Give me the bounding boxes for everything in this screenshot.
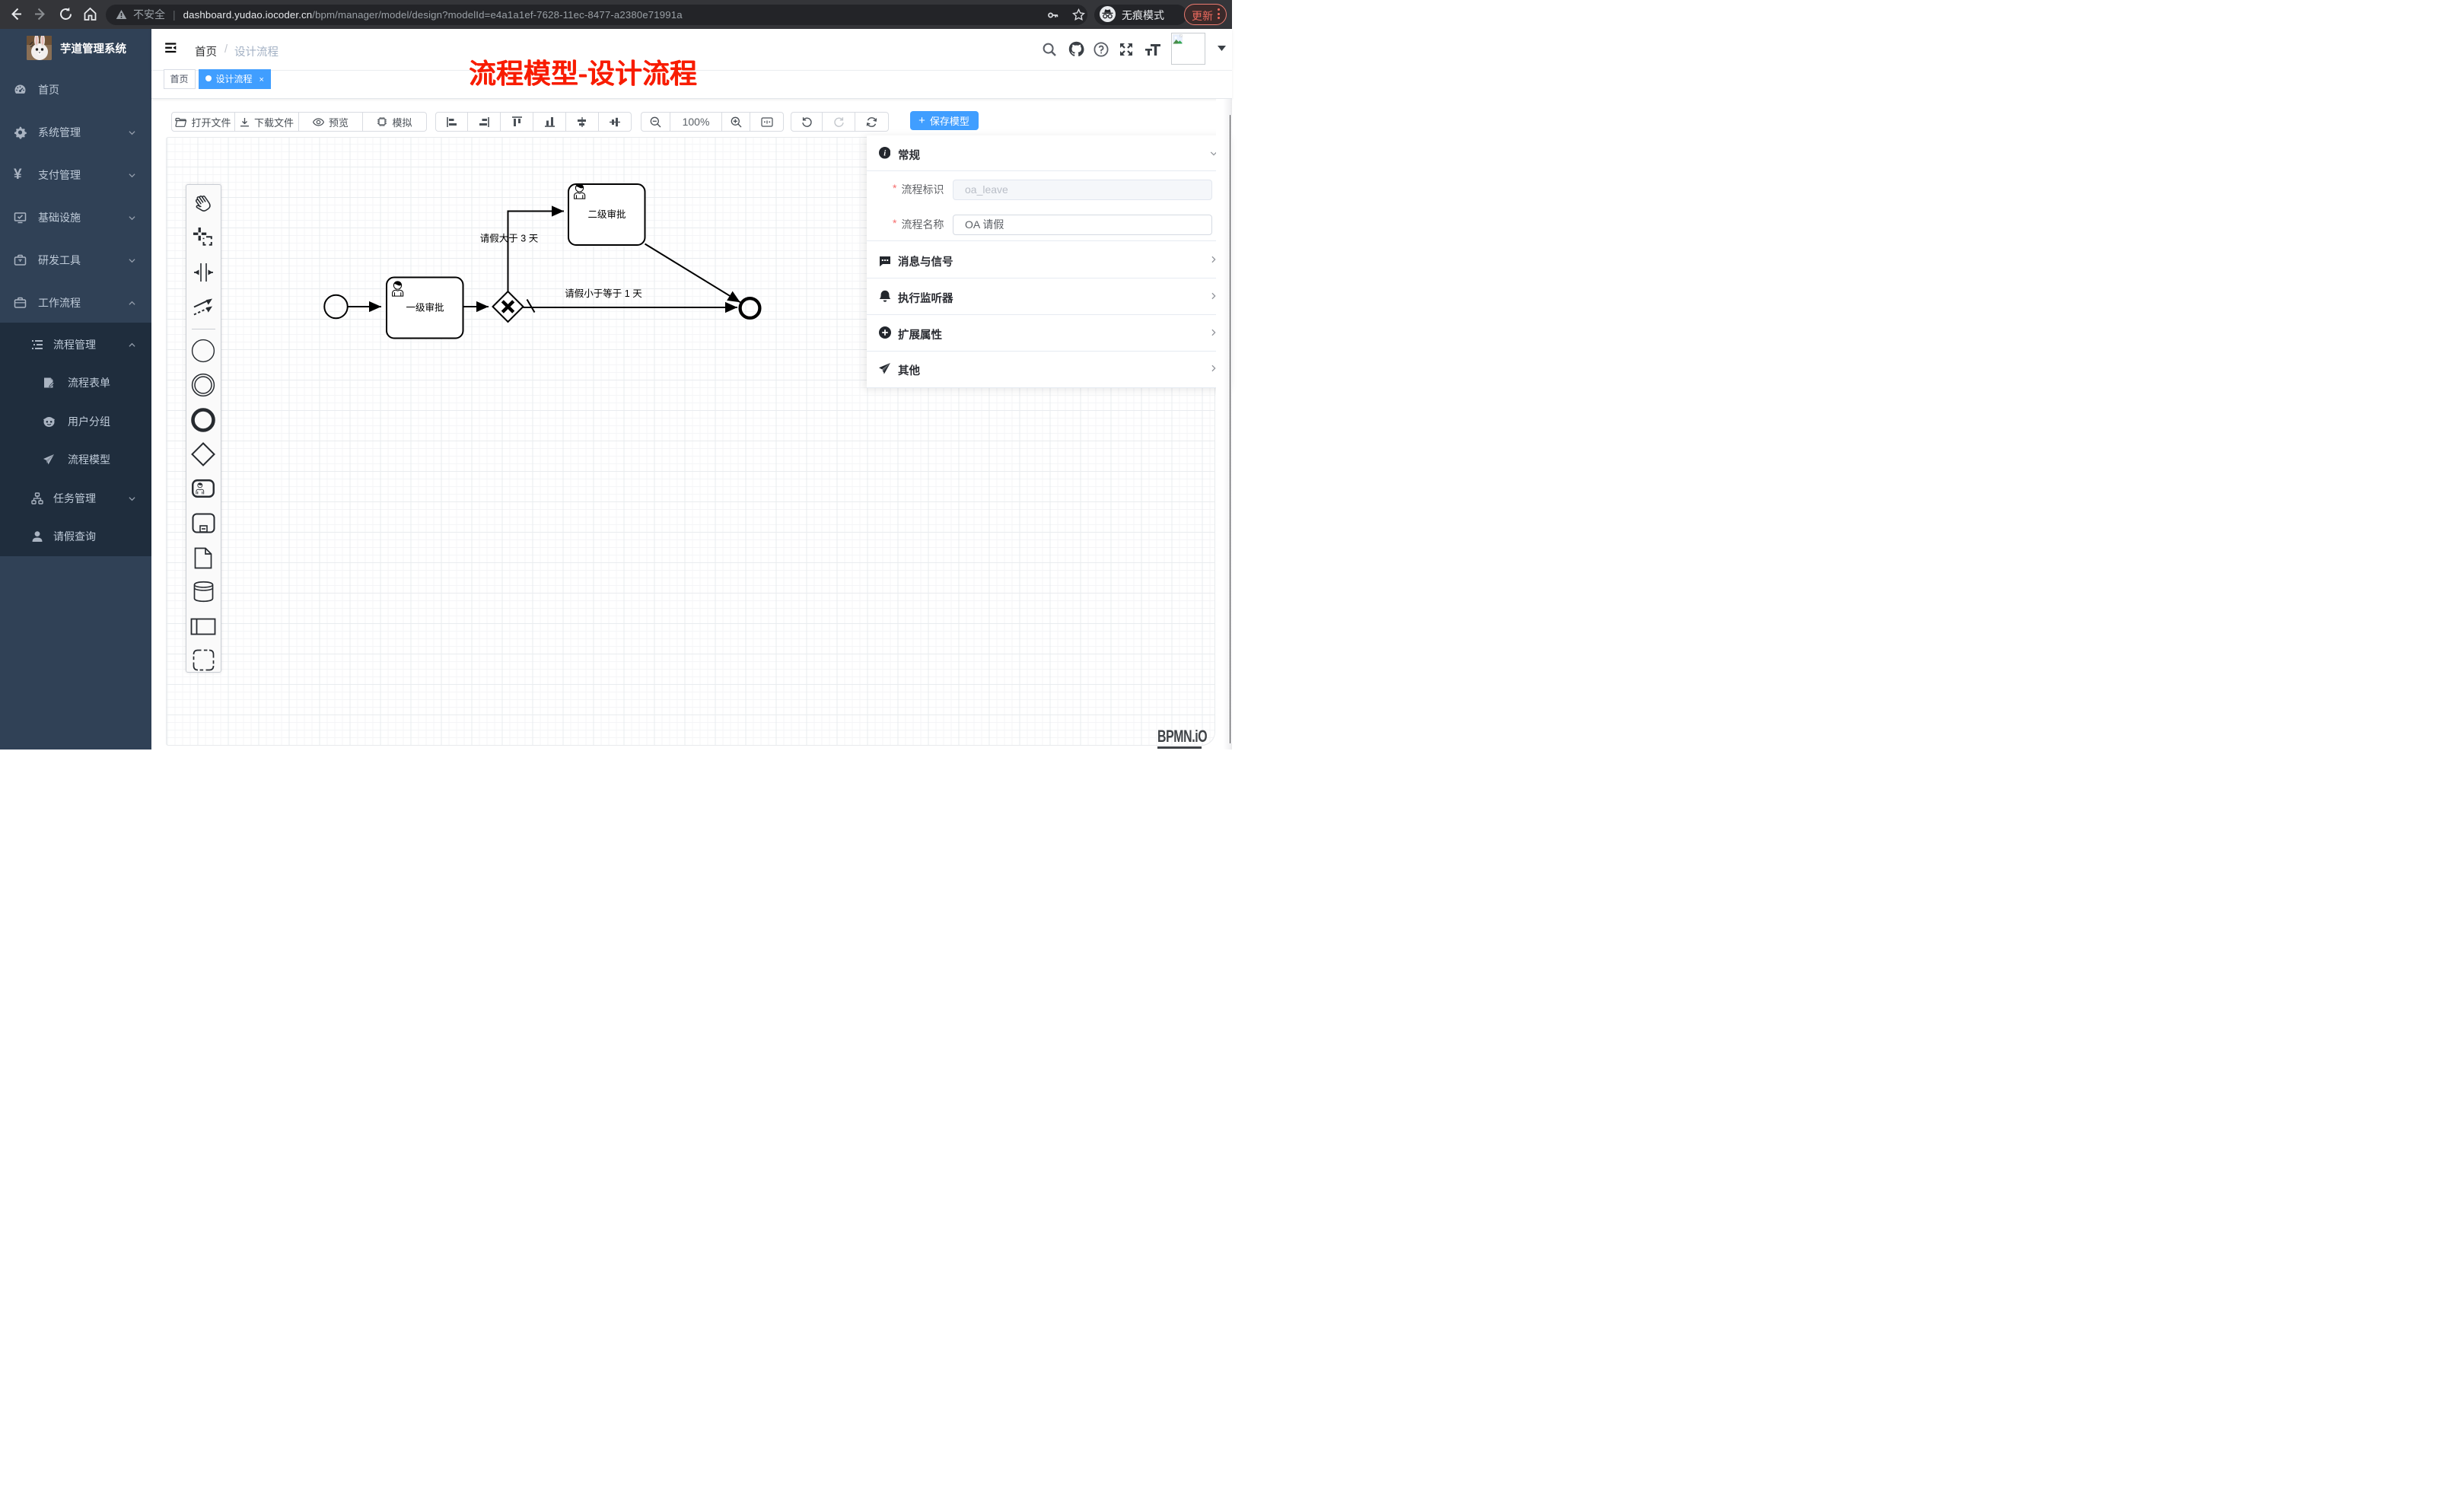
svg-text:i: i: [883, 150, 886, 158]
svg-text:一级审批: 一级审批: [406, 302, 444, 313]
svg-text:请假小于等于 1 天: 请假小于等于 1 天: [565, 288, 642, 299]
svg-text:二级审批: 二级审批: [587, 208, 626, 220]
svg-text:请假大于 3 天: 请假大于 3 天: [480, 234, 539, 244]
